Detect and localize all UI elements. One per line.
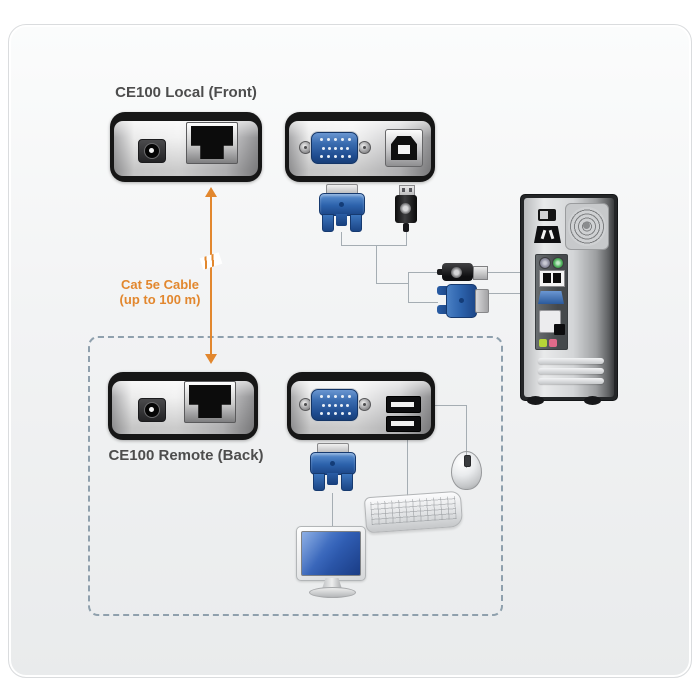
cable-wire (406, 230, 407, 246)
fan-grille-icon (565, 203, 609, 250)
usb-cable-boot (403, 223, 409, 232)
cable-wire (341, 245, 407, 246)
ce100-local-front-device (110, 112, 262, 182)
vga-port-icon (299, 388, 371, 422)
dsub-connector (310, 388, 359, 422)
vga-thumbscrew (437, 286, 450, 295)
ce100-remote-front-device (108, 372, 258, 440)
screw-icon (358, 141, 371, 154)
cable-wire (407, 431, 408, 497)
fan-hub (583, 222, 590, 229)
ethernet-port-icon (554, 324, 565, 335)
cable-wire (487, 293, 537, 294)
rj45-jack-opening (191, 126, 233, 159)
mouse-scroll-wheel (464, 455, 471, 467)
cable-wire (376, 245, 377, 284)
cable-wire (376, 283, 408, 284)
vga-thumbscrew (313, 473, 325, 491)
cable-wire (341, 232, 342, 246)
ce100-local-back-device (285, 112, 435, 182)
vga-plug-body (310, 452, 356, 475)
dc-power-jack-icon (138, 398, 166, 422)
vga-thumbscrew (437, 305, 450, 314)
usb-b-slot (398, 145, 410, 154)
cable-wire (408, 272, 409, 303)
vga-thumbscrew (341, 473, 353, 491)
vga-cable-boot (336, 214, 347, 226)
cable-wire (466, 405, 467, 452)
audio-jack-icon (549, 339, 557, 347)
usb-plug-icon (437, 262, 488, 282)
ps2-port-icon (552, 257, 564, 269)
cat5e-arrow-icon (199, 187, 223, 364)
cat5e-cable-label-line1: Cat 5e Cable (120, 277, 200, 292)
vga-plug-icon (310, 443, 356, 493)
tower-foot (527, 396, 544, 405)
ac-inlet-icon (534, 226, 561, 243)
io-panel (535, 254, 568, 350)
jack-pin (149, 407, 154, 412)
cat5e-cable-label: Cat 5e Cable (up to 100 m) (98, 277, 222, 307)
usb-cable-boot (437, 269, 444, 275)
vga-plug-body (446, 284, 477, 318)
vga-port-icon (299, 131, 371, 165)
vent-slot (538, 378, 604, 384)
screw-icon (358, 398, 371, 411)
remote-console-zone (88, 336, 503, 616)
usb-plug-icon (395, 185, 417, 232)
vga-plug-icon (437, 284, 489, 318)
usb-b-port-icon (385, 129, 423, 167)
dsub-connector (310, 131, 359, 165)
usb-a-port-icon (386, 416, 421, 432)
arrow-head-down-icon (205, 354, 217, 364)
usb-a-port-icon (386, 396, 421, 413)
cable-wire (408, 272, 438, 273)
cable-wire (332, 493, 333, 527)
ce100-remote-back-device (287, 372, 435, 440)
vga-plug-flange (475, 289, 489, 313)
monitor-icon (296, 526, 366, 581)
cable-wire (487, 272, 537, 273)
cable-wire (420, 405, 467, 406)
vga-cable-boot (327, 473, 338, 485)
keyboard-icon (363, 490, 464, 534)
vga-plug-icon (319, 184, 365, 234)
audio-jack-icon (539, 339, 547, 347)
jack-pin (149, 148, 154, 153)
remote-unit-label: CE100 Remote (Back) (108, 447, 264, 464)
vent-slot (538, 368, 604, 374)
vga-thumbscrew (350, 214, 362, 232)
cat5e-cable-label-line2: (up to 100 m) (119, 292, 201, 307)
vga-thumbscrew (322, 214, 334, 232)
vga-pins (320, 138, 351, 158)
tower-foot (584, 396, 601, 405)
ps2-port-icon (539, 257, 551, 269)
monitor-stand (322, 578, 342, 589)
rj45-port-icon (186, 122, 238, 164)
vga-port-icon (538, 291, 564, 304)
monitor-base (309, 587, 356, 598)
rj45-port-icon (184, 381, 236, 423)
vga-pins (320, 395, 351, 415)
usb-a-port-icon (539, 270, 565, 287)
mouse-icon (451, 451, 482, 490)
usb-logo (400, 203, 411, 214)
rj45-jack-opening (189, 385, 231, 418)
local-unit-label: CE100 Local (Front) (115, 84, 257, 101)
monitor-screen (301, 531, 361, 576)
usb-metal-tip (473, 266, 488, 280)
arrow-shaft (210, 194, 212, 357)
arrow-head-up-icon (205, 187, 217, 197)
usb-logo (451, 267, 462, 278)
dc-power-jack-icon (138, 139, 166, 163)
computer-tower-icon (520, 194, 618, 401)
power-switch-icon (538, 209, 556, 221)
vga-plug-body (319, 193, 365, 216)
keyboard-keys (370, 496, 457, 525)
vent-slot (538, 358, 604, 364)
cable-wire (408, 302, 438, 303)
